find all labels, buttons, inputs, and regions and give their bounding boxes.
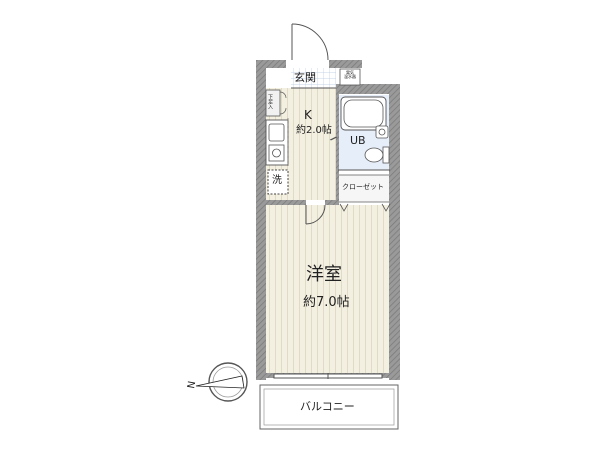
- shoe-cabinet: [265, 89, 281, 117]
- room-door[interactable]: [305, 204, 326, 225]
- bathtub: [340, 96, 387, 131]
- washer-label: 洗: [272, 175, 282, 186]
- balcony: [259, 384, 399, 430]
- closet-doors[interactable]: [339, 203, 391, 212]
- bath-door[interactable]: [330, 136, 338, 141]
- meter-box-label: 電気 温水器: [344, 70, 356, 79]
- stove: [268, 144, 285, 162]
- kitchen-size: 約2.0帖: [296, 125, 332, 136]
- balcony-window[interactable]: [273, 373, 383, 379]
- entry-door[interactable]: [291, 23, 329, 61]
- sink: [268, 123, 285, 142]
- compass: [195, 362, 248, 402]
- shoe-box-label: 下足入: [267, 94, 273, 109]
- compass-north-label: N: [186, 380, 199, 390]
- bath-label: UB: [350, 134, 366, 147]
- shoe-cabinet-doors[interactable]: [279, 91, 287, 115]
- balcony-label: バルコニー: [300, 400, 355, 413]
- closet-label: クローゼット: [342, 183, 384, 191]
- room-size: 約7.0帖: [303, 295, 350, 310]
- genkan-floor: [291, 68, 336, 88]
- room-floor: [266, 205, 389, 373]
- kitchen-name: K: [304, 108, 312, 122]
- bath-sink: [375, 125, 389, 139]
- room-name: 洋室: [306, 264, 342, 285]
- meter-box: [339, 68, 361, 86]
- closet-floor: [337, 174, 391, 203]
- washer-pan: [267, 169, 289, 195]
- genkan-label: 玄関: [294, 71, 316, 84]
- toilet: [364, 146, 390, 164]
